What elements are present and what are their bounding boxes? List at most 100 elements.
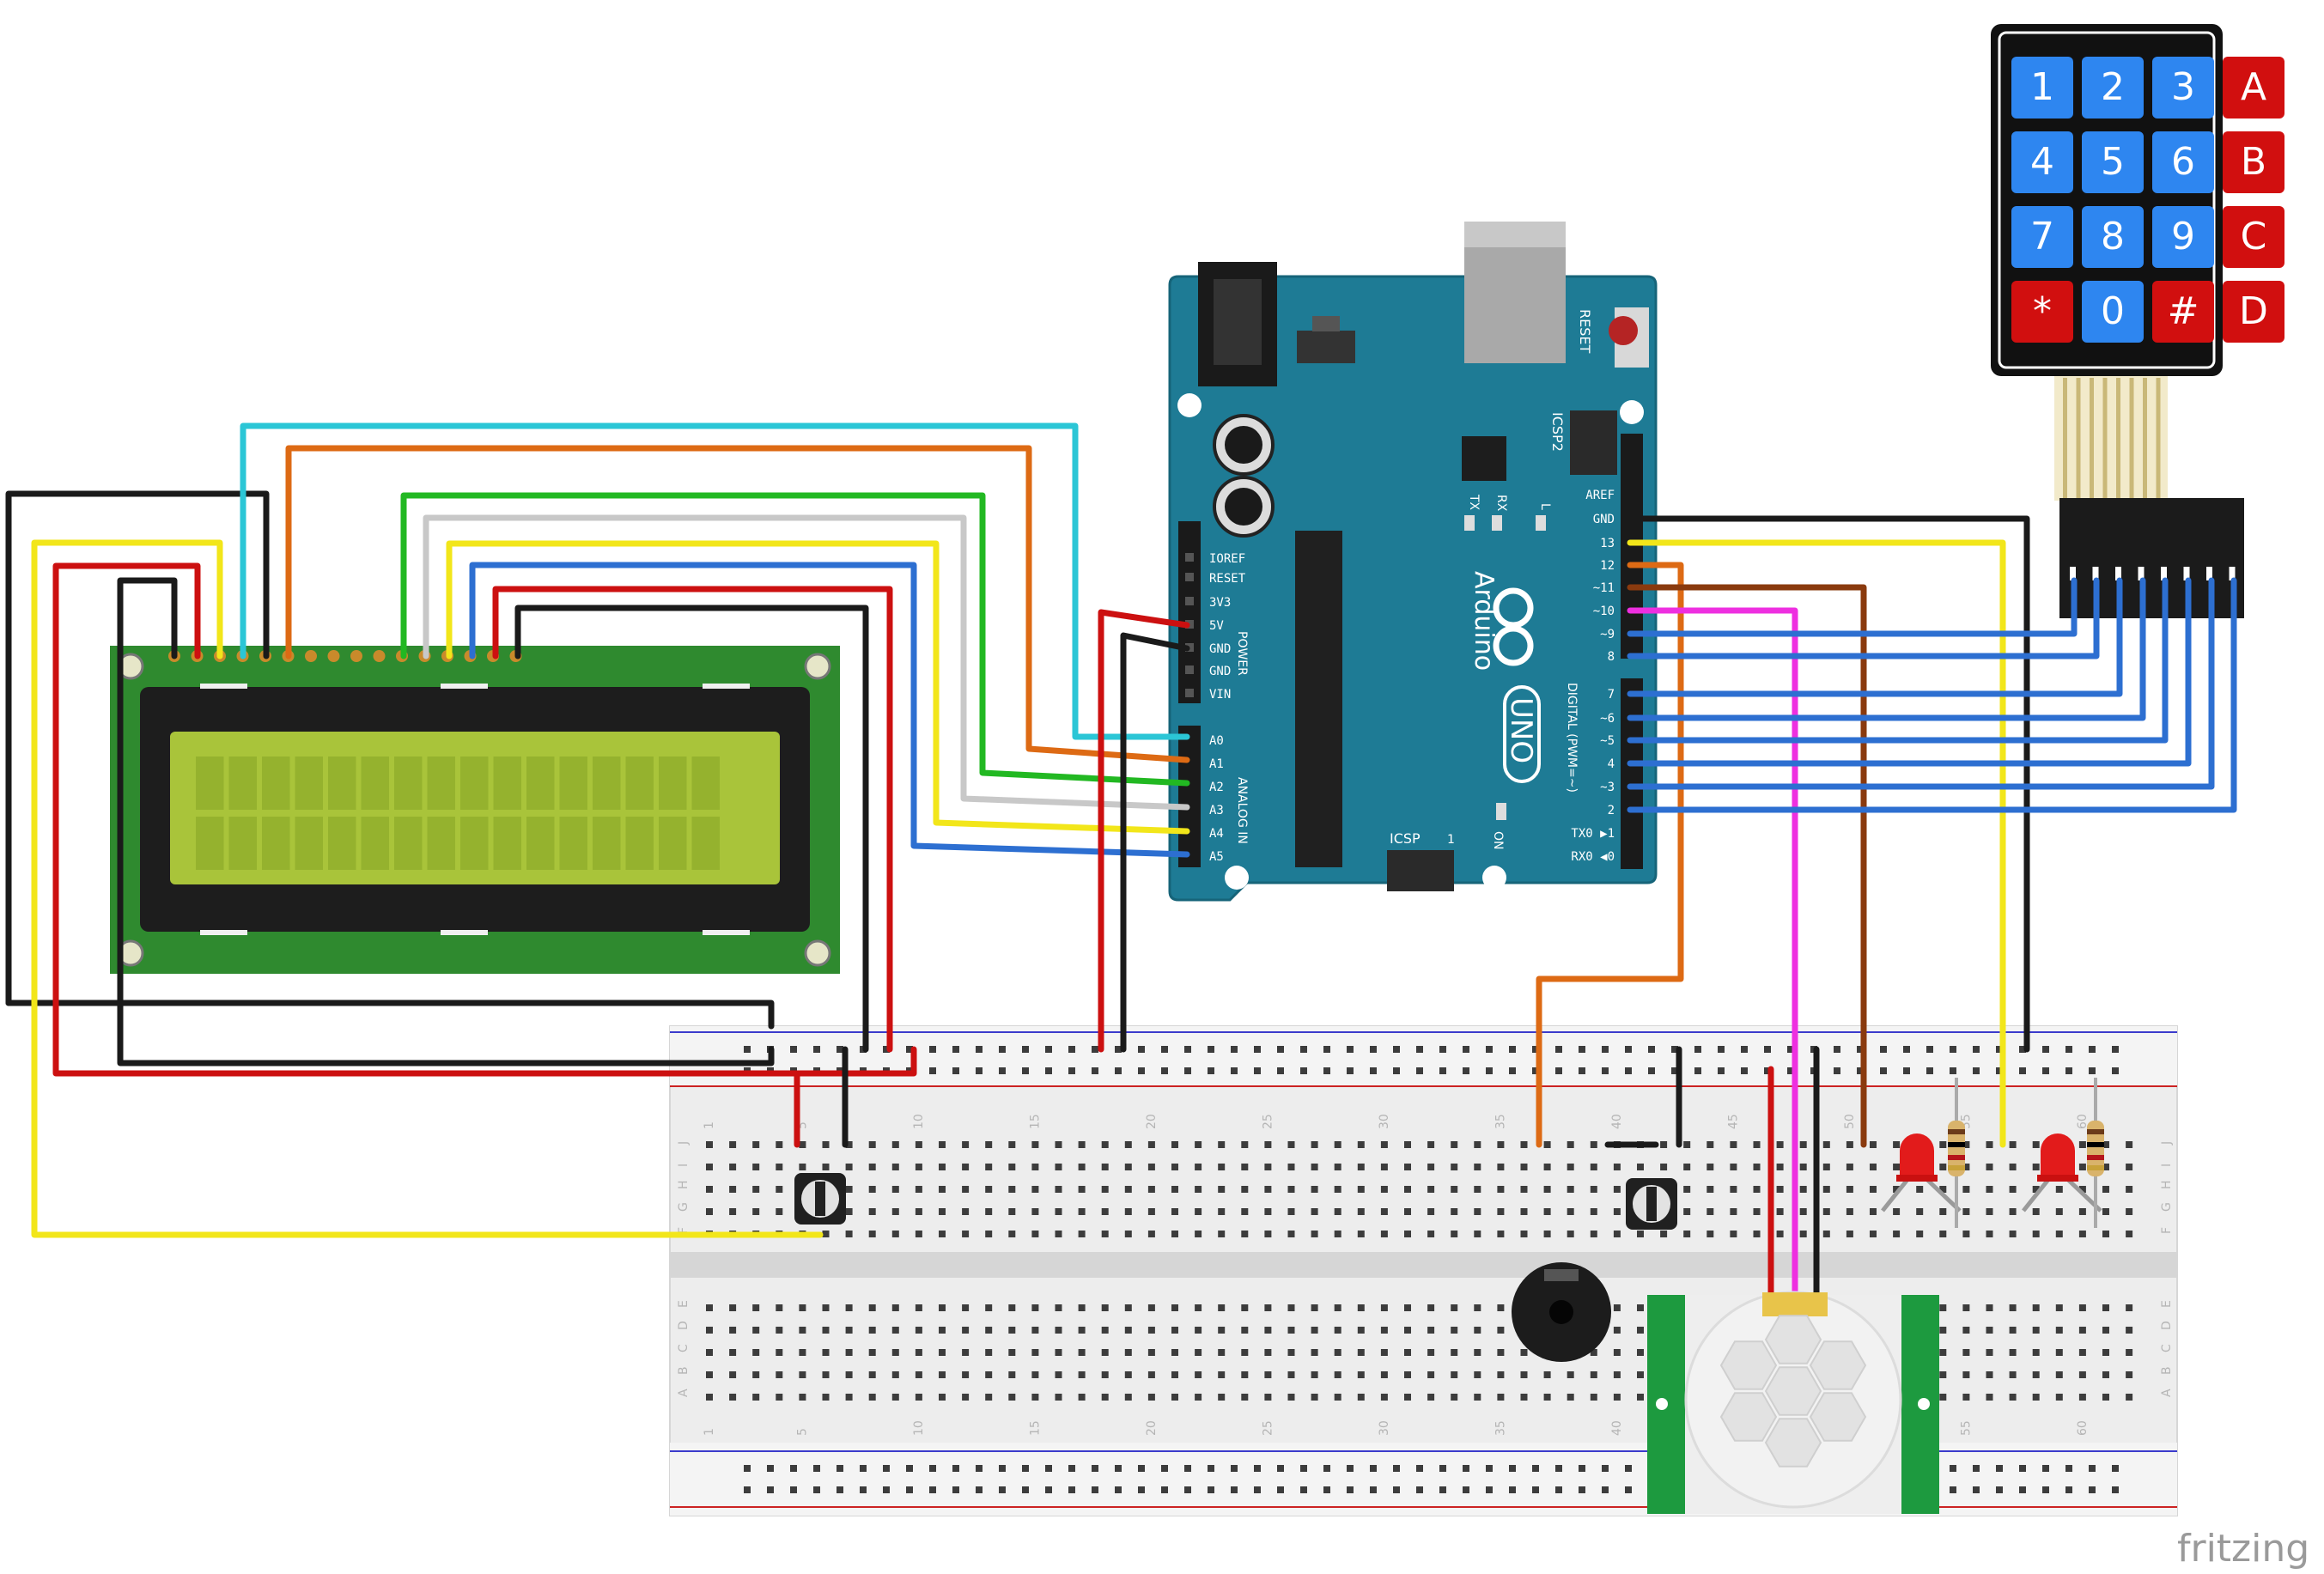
breadboard-hole: [1171, 1371, 1178, 1378]
rail-hole: [1463, 1067, 1469, 1074]
breadboard-hole: [1637, 1394, 1644, 1401]
breadboard-hole: [2078, 1371, 2086, 1378]
rail-hole: [1347, 1046, 1354, 1053]
breadboard-hole: [706, 1349, 713, 1356]
lcd-cell: [559, 757, 587, 810]
breadboard-hole: [1380, 1231, 1388, 1237]
breadboard-hole: [939, 1141, 946, 1148]
ribbon-pin: [2206, 567, 2212, 580]
keypad-key: [2082, 206, 2144, 268]
breadboard-hole: [985, 1327, 993, 1334]
header-pin: [1185, 573, 1194, 581]
rail-hole: [1950, 1046, 1956, 1053]
row-letter: G: [677, 1202, 691, 1212]
breadboard-hole: [1474, 1394, 1481, 1401]
breadboard-hole: [729, 1394, 737, 1401]
breadboard-hole: [1287, 1327, 1295, 1334]
breadboard-hole: [2078, 1186, 2086, 1193]
breadboard-hole: [939, 1327, 946, 1334]
breadboard-hole: [1101, 1186, 1109, 1193]
rail-hole: [1022, 1486, 1029, 1493]
wire-orange: [1536, 562, 1684, 1148]
rail-hole: [1602, 1046, 1609, 1053]
breadboard-hole: [2126, 1231, 2133, 1237]
breadboard-hole: [1380, 1304, 1388, 1311]
breadboard-hole: [1078, 1208, 1086, 1215]
resistor-band: [2087, 1155, 2104, 1160]
breadboard-hole: [1380, 1394, 1388, 1401]
rail-hole: [1300, 1046, 1307, 1053]
rail-hole: [1370, 1486, 1377, 1493]
breadboard-hole: [1311, 1394, 1318, 1401]
breadboard-hole: [2102, 1349, 2109, 1356]
breadboard-hole: [985, 1164, 993, 1170]
breadboard-hole: [1124, 1186, 1132, 1193]
digital-pin-label: ~10: [1593, 605, 1615, 618]
rail-hole: [1509, 1046, 1516, 1053]
rail-hole: [2042, 1046, 2049, 1053]
breadboard-hole: [729, 1304, 737, 1311]
keypad-key-label: A: [2241, 65, 2266, 109]
breadboard-hole: [2102, 1186, 2109, 1193]
column-number: 60: [2076, 1114, 2090, 1129]
breadboard-hole: [845, 1327, 853, 1334]
breadboard-hole: [776, 1349, 783, 1356]
breadboard-hole: [1101, 1304, 1109, 1311]
breadboard-hole: [1147, 1186, 1155, 1193]
row-letter: B: [677, 1366, 691, 1375]
breadboard-hole: [1404, 1349, 1411, 1356]
lcd-cell: [262, 757, 290, 810]
breadboard-hole: [1147, 1349, 1155, 1356]
rail-hole: [2042, 1486, 2049, 1493]
breadboard-hole: [822, 1327, 830, 1334]
arduino-uno-board: RESET ICSP2 ICSP 1 TX RX L Arduino UNO O…: [1168, 222, 1658, 902]
row-letter: B: [2160, 1366, 2174, 1375]
breadboard-hole: [776, 1327, 783, 1334]
breadboard-hole: [1474, 1327, 1481, 1334]
breadboard-hole: [845, 1371, 853, 1378]
breadboard-hole: [2126, 1164, 2133, 1170]
breadboard-hole: [1637, 1349, 1644, 1356]
rail-hole: [1138, 1046, 1145, 1053]
breadboard-hole: [822, 1349, 830, 1356]
rail-hole: [1022, 1465, 1029, 1472]
breadboard-hole: [1567, 1371, 1574, 1378]
rail-hole: [1648, 1067, 1655, 1074]
breadboard-hole: [939, 1349, 946, 1356]
rail-hole: [1416, 1486, 1423, 1493]
breadboard-hole: [1171, 1327, 1178, 1334]
breadboard-hole: [1124, 1327, 1132, 1334]
lcd-cell: [427, 817, 455, 870]
breadboard-hole: [1195, 1327, 1202, 1334]
column-number: 1: [703, 1121, 716, 1129]
wire-red: [492, 586, 893, 1053]
breadboard-hole: [2009, 1304, 2017, 1311]
breadboard-hole: [1660, 1141, 1668, 1148]
breadboard-hole: [1543, 1164, 1551, 1170]
rail-hole: [1532, 1046, 1539, 1053]
breadboard-hole: [1590, 1231, 1597, 1237]
ribbon-trace: [2102, 378, 2108, 498]
breadboard-hole: [2055, 1394, 2063, 1401]
rail-hole: [906, 1046, 913, 1053]
breadboard-hole: [1520, 1141, 1528, 1148]
breadboard-hole: [1078, 1304, 1086, 1311]
column-number: 55: [1959, 1420, 1973, 1436]
ribbon-trace: [2129, 378, 2134, 498]
breadboard-hole: [939, 1208, 946, 1215]
lcd-cell: [460, 817, 489, 870]
lcd-cell: [460, 757, 489, 810]
rail-hole: [1718, 1046, 1725, 1053]
lcd-cell: [593, 817, 621, 870]
digital-pin-label: AREF: [1585, 489, 1615, 502]
breadboard-hole: [752, 1394, 760, 1401]
rail-hole: [2065, 1046, 2072, 1053]
rail-hole: [1300, 1465, 1307, 1472]
header-pin: [1185, 597, 1194, 605]
breadboard-hole: [1311, 1327, 1318, 1334]
rail-hole: [1161, 1046, 1168, 1053]
breadboard-hole: [1287, 1186, 1295, 1193]
breadboard-hole: [1660, 1164, 1668, 1170]
